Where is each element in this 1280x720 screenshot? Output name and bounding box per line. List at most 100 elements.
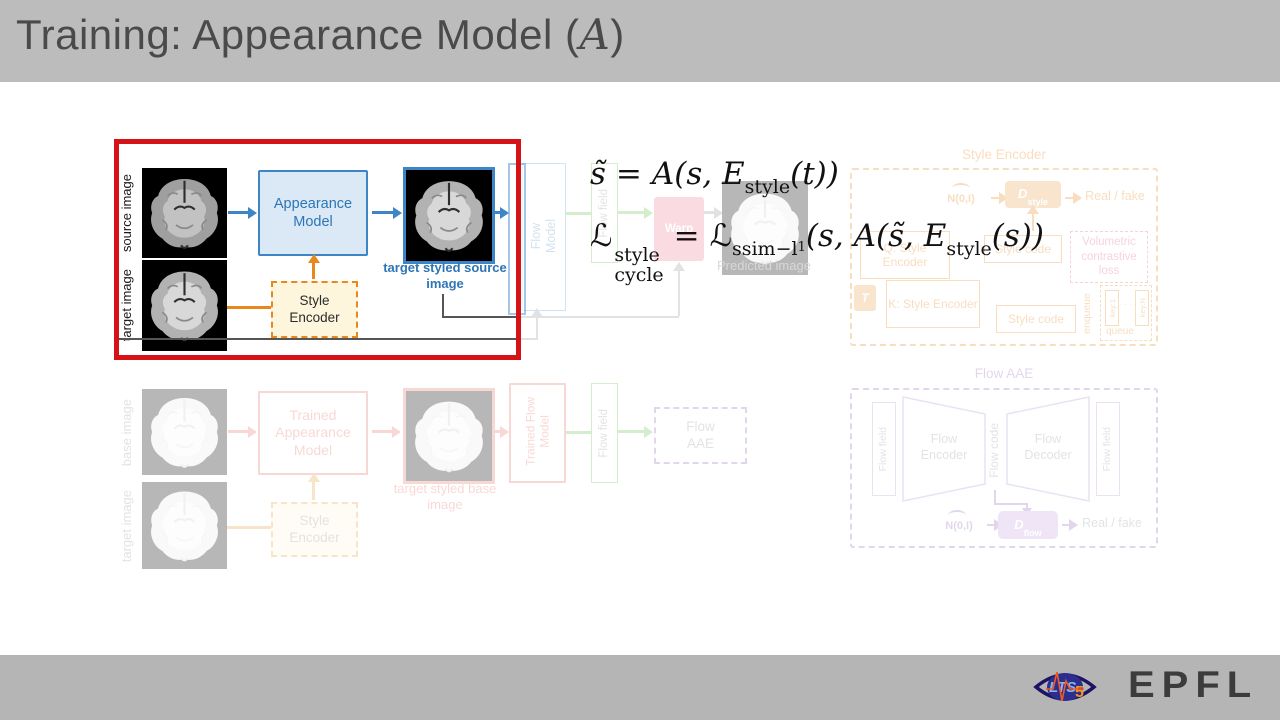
arrow-noise-dstyle (991, 197, 999, 199)
code-elbow-v (994, 490, 996, 504)
flow-encoder-trapezoid (902, 396, 986, 502)
equation-1: s̃=A(s, Estyle(t)) (590, 156, 839, 198)
source-image-label: source image (118, 173, 134, 253)
flow-field-box-row2: Flow field (591, 383, 618, 483)
flow-aae-detail-diagram: Flow AAE Flow field Flow Encoder Flow co… (848, 366, 1160, 554)
style-code-bottom-box: Style code (996, 305, 1076, 333)
arrow-source-to-model (228, 211, 248, 214)
flow-field-in-box: Flow field (872, 402, 896, 496)
epfl-logo: EPFL (1128, 664, 1259, 706)
flow-encoder-label: Flow Encoder (920, 432, 968, 462)
real-fake-label-flow: Real / fake (1082, 516, 1142, 531)
warp-box: Warp (654, 197, 704, 261)
style-encoder-detail-title: Style Encoder (961, 146, 1047, 162)
noise-label-flow: N(0,I) (945, 520, 973, 533)
green-arrow-to-flow-aae (618, 430, 644, 433)
arrow-style-to-model-row2 (312, 481, 315, 500)
connector-line-2 (519, 338, 537, 340)
flow-line-green-row2 (566, 431, 591, 434)
eq1-equals: = (615, 156, 642, 192)
t-box: T (854, 285, 876, 311)
lts5-text: LTS (1049, 679, 1076, 696)
arrow-model-to-output-row2 (372, 430, 392, 433)
arrow-style-to-model (312, 262, 315, 279)
style-encoder-detail-border (850, 168, 1158, 346)
target-connector-h (118, 338, 516, 340)
q-style-encoder-box: Q: Style Encoder (860, 231, 950, 279)
style-encoder-box-row2: Style Encoder (271, 502, 358, 557)
base-image-thumbnail (142, 389, 227, 475)
target-styled-base-label: target styled base image (393, 481, 497, 513)
eq1-open: (s, (674, 156, 713, 192)
appearance-model-box: Appearance Model (258, 170, 368, 256)
d-flow-letter: D (1014, 516, 1024, 532)
target-image-thumbnail (142, 260, 227, 351)
flow-decoder-label: Flow Decoder (1024, 432, 1072, 462)
lts5-waveform-icon (1046, 671, 1084, 702)
queue-box: key:1 · · · key:N queue (1100, 285, 1152, 341)
target-styled-base-thumbnail (403, 388, 495, 484)
flow-aae-detail-title: Flow AAE (974, 365, 1034, 381)
output-connector-h (442, 316, 518, 318)
code-elbow-h (994, 503, 1028, 505)
arrow-base-to-model (228, 430, 248, 433)
output-connector-v (442, 294, 444, 318)
header-bar: Training: Appearance Model (A) (0, 0, 1280, 82)
arrow-output-to-flow-row2 (492, 430, 500, 433)
target-styled-source-label: target styled source image (383, 260, 507, 292)
eq1-E: E (722, 156, 745, 192)
key-dots: · · · (1119, 300, 1133, 309)
eq2-sub-cycle: cycle (614, 263, 664, 286)
flow-line-green (566, 212, 591, 215)
eq2-sup-style: style (614, 244, 660, 266)
arrow-code-dstyle (1032, 213, 1034, 231)
green-arrow-to-warp (618, 211, 644, 214)
d-style-letter: D (1018, 186, 1028, 202)
real-fake-label-style: Real / fake (1085, 189, 1145, 204)
lts5-five: 5 (1075, 684, 1084, 701)
key-last-box: key:N (1135, 290, 1149, 326)
eq2-E: E (923, 218, 947, 254)
gray-arrow-to-predicted (704, 211, 714, 214)
eq2-sub-ssim: ssim− (731, 238, 792, 260)
flow-aae-box-label: Flow AAE (686, 418, 715, 451)
eq2-script-a: A (853, 218, 876, 254)
k-style-encoder-box: K: Style Encoder (886, 280, 980, 328)
eq2-mid2: (s̃, (875, 218, 914, 254)
target-image-thumbnail-row2 (142, 482, 227, 569)
source-image-label-wrap: source image (116, 168, 136, 258)
noise-label: N(0,I) (947, 193, 975, 206)
eq2-L-ssim: ℒ (709, 218, 732, 254)
arrow-dstyle-real (1065, 197, 1073, 199)
page-title: Training: Appearance Model (A) (16, 10, 625, 59)
gaussian-hat-icon-flow (948, 510, 966, 521)
title-close: ) (610, 11, 625, 58)
style-code-top-box: Style code (984, 235, 1062, 263)
eq1-sub-style: style (744, 176, 791, 198)
eq2-sub-l: l (791, 238, 798, 260)
title-script-a: A (579, 10, 611, 59)
flow-decoder-trapezoid (1006, 396, 1090, 502)
d-flow-sub: flow (1023, 527, 1042, 538)
code-arrow-into-dflow (1026, 503, 1028, 509)
eq1-close: (t)) (790, 156, 839, 192)
eq1-s-tilde: s̃ (590, 156, 606, 192)
d-style-sub: style (1027, 196, 1048, 207)
arrow-dflow-real (1062, 524, 1069, 526)
queue-label: queue (1106, 325, 1134, 337)
trained-flow-model-box (509, 383, 566, 483)
style-encoder-box: Style Encoder (271, 281, 358, 338)
eq2-close: (s)) (991, 218, 1044, 254)
eq2-equals: = (673, 218, 700, 254)
eq2-L-cycle: ℒ (590, 218, 613, 254)
lts5-logo: LTS 5 (1033, 671, 1097, 702)
target-styled-source-thumbnail (403, 167, 495, 264)
contrastive-loss-box: Volumetric contrastive loss (1070, 231, 1148, 283)
arrow-noise-dflow (987, 524, 994, 526)
arrow-model-to-output (372, 211, 393, 214)
eq2-sub-one: 1 (797, 240, 806, 255)
